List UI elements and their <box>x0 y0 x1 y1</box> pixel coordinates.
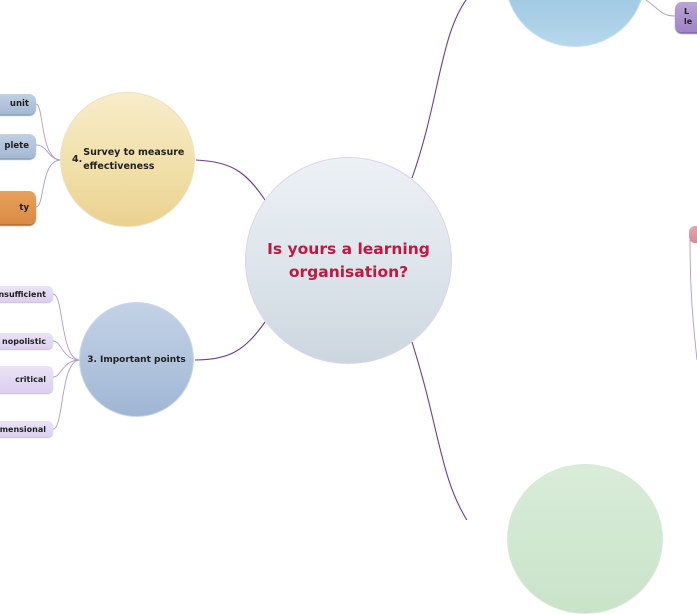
top-right-item[interactable]: L le <box>675 2 697 32</box>
link-central-survey <box>195 159 266 201</box>
link-central-bottom <box>411 341 468 520</box>
top-right-item-line1: L <box>684 7 690 16</box>
branch-survey-number: 4. <box>72 154 83 165</box>
connector-lines <box>35 0 697 520</box>
important-item-label: nsufficient <box>0 289 46 299</box>
link-survey-plete <box>35 144 62 161</box>
link-central-important <box>194 321 266 361</box>
link-top-right-item <box>645 0 676 17</box>
central-topic-title: Is yours a learning organisation? <box>267 239 430 281</box>
branch-survey-label: Survey to measure effectiveness <box>83 146 185 172</box>
branch-important-label: 3. Important points <box>87 354 186 365</box>
survey-item-label: ty <box>19 202 29 213</box>
link-central-top <box>411 0 467 179</box>
link-right-edge <box>689 234 697 361</box>
important-item-critical[interactable]: critical <box>0 366 53 393</box>
branch-survey[interactable]: 4. Survey to measure effectiveness <box>60 92 195 227</box>
survey-item-label: plete <box>4 141 29 151</box>
important-item-label: mensional <box>0 424 46 434</box>
link-important-critical <box>52 359 81 378</box>
right-edge-branch-tab[interactable] <box>689 226 697 243</box>
bottom-branch-node[interactable] <box>507 464 663 614</box>
link-important-mensional <box>52 359 81 430</box>
branch-important-points[interactable]: 3. Important points <box>79 302 194 417</box>
survey-item-plete[interactable]: plete <box>0 134 36 158</box>
important-item-label: critical <box>15 375 46 384</box>
survey-item-ty[interactable]: ty <box>0 191 36 224</box>
important-item-nopolistic[interactable]: nopolistic <box>0 333 53 349</box>
link-survey-unit <box>35 103 62 161</box>
important-item-label: nopolistic <box>2 336 46 346</box>
link-survey-ty <box>35 159 62 208</box>
important-item-mensional[interactable]: mensional <box>0 421 53 437</box>
survey-item-unit[interactable]: unit <box>0 94 36 114</box>
important-item-nsufficient[interactable]: nsufficient <box>0 286 53 302</box>
top-right-item-line2: le <box>684 17 693 26</box>
central-topic[interactable]: Is yours a learning organisation? <box>245 157 452 364</box>
link-important-nopolistic <box>52 340 81 361</box>
survey-item-label: unit <box>9 99 29 109</box>
link-important-nsufficient <box>52 293 81 361</box>
